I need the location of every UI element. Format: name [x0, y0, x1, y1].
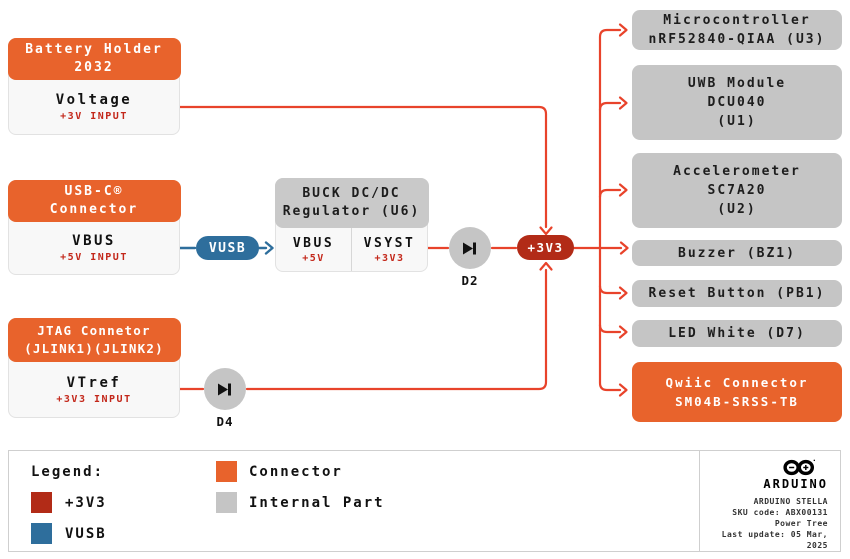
load-line: Reset Button (PB1) [648, 286, 826, 301]
jtag-connector-box: JTAG Connetor (JLINK1)(JLINK2) VTref +3V… [7, 317, 181, 418]
jtag-header: JTAG Connetor (JLINK1)(JLINK2) [7, 317, 181, 362]
arrow-uwb-icon [618, 96, 628, 110]
load-reset-button: Reset Button (PB1) [632, 280, 842, 307]
buck-vbus-note: +5V [302, 252, 325, 264]
legend-swatch-3v3 [31, 492, 52, 513]
buck-header: BUCK DC/DC Regulator (U6) [274, 177, 429, 228]
load-line: Buzzer (BZ1) [678, 245, 796, 261]
footer-info-cell: ARDUINO ARDUINO STELLA SKU code: ABX0013… [699, 451, 840, 551]
footer-doc-type: Power Tree [774, 519, 828, 528]
arrow-mcu-icon [618, 23, 628, 37]
buck-cell-vbus: VBUS +5V [276, 228, 352, 271]
battery-holder-title-line2: 2032 [74, 59, 114, 75]
arrow-reset-icon [618, 286, 628, 300]
footer-info-lines: ARDUINO STELLA SKU code: ABX00131 Power … [700, 496, 828, 551]
load-line: UWB Module [687, 76, 787, 91]
buck-body: VBUS +5V VSYST +3V3 [276, 228, 427, 271]
diode-symbol-icon [217, 383, 231, 395]
load-buzzer: Buzzer (BZ1) [632, 240, 842, 266]
load-line: DCU040 [707, 95, 767, 110]
net-3v3-pill: +3V3 [517, 235, 574, 260]
diode-d4-label: D4 [216, 414, 234, 429]
wire-battery-to-3v3 [178, 105, 548, 229]
vusb-net-pill: VUSB [196, 236, 259, 260]
wire-branch-accelerometer [598, 188, 622, 199]
arrow-accelerometer-icon [618, 183, 628, 197]
jtag-signal: VTref [66, 374, 122, 391]
arrow-vusb-icon [264, 241, 274, 255]
usbc-note: +5V INPUT [60, 252, 128, 263]
load-uwb-module: UWB Module DCU040 (U1) [632, 65, 842, 140]
arrow-buzzer-icon [619, 241, 629, 255]
usbc-title-line2: Connector [49, 201, 139, 217]
load-line: SM04B-SRSS-TB [675, 394, 799, 409]
usbc-header: USB-C® Connector [7, 179, 181, 222]
load-line: SC7A20 [707, 183, 767, 198]
wire-layer [178, 23, 629, 397]
jtag-title-line2: (JLINK1)(JLINK2) [24, 340, 164, 356]
buck-vsyst-signal: VSYST [363, 235, 416, 251]
battery-holder-title-line1: Battery Holder [25, 41, 163, 57]
legend-panel: Legend: Connector +3V3 Internal Part VUS… [8, 450, 841, 552]
legend-label-internal-part: Internal Part [249, 495, 385, 511]
usbc-title-line1: USB-C® [64, 183, 124, 199]
net-3v3-label: +3V3 [527, 240, 564, 255]
load-qwiic-connector: Qwiic Connector SM04B-SRSS-TB [632, 362, 842, 422]
footer-last-update: Last update: 05 Mar, 2025 [721, 530, 828, 550]
arrow-qwiic-icon [618, 383, 628, 397]
jtag-note: +3V3 INPUT [56, 393, 132, 405]
usbc-signal: VBUS [72, 233, 116, 249]
legend-label-3v3: +3V3 [65, 495, 107, 511]
battery-holder-header: Battery Holder 2032 [7, 37, 181, 80]
jtag-body: VTref +3V3 INPUT [9, 362, 179, 417]
load-led-white: LED White (D7) [632, 320, 842, 347]
legend-label-vusb: VUSB [65, 526, 107, 542]
jtag-title-line1: JTAG Connetor [37, 322, 151, 338]
buck-title-line1: BUCK DC/DC [302, 185, 401, 201]
diode-d4 [204, 368, 246, 410]
wire-trunk-down-to-qwiic [598, 246, 622, 392]
load-line: Accelerometer [673, 164, 801, 179]
battery-holder-box: Battery Holder 2032 Voltage +3V INPUT [7, 37, 181, 135]
load-line: nRF52840-QIAA (U3) [648, 32, 826, 47]
wire-d4-to-3v3 [245, 268, 548, 391]
battery-note: +3V INPUT [60, 111, 128, 122]
battery-signal: Voltage [55, 92, 133, 108]
diode-symbol-icon [462, 242, 476, 254]
arrow-down-into-3v3-icon [539, 226, 553, 236]
arduino-logo-icon [783, 459, 816, 476]
wire-trunk-up-to-mcu [598, 28, 622, 250]
buck-title-line2: Regulator (U6) [282, 203, 421, 219]
load-microcontroller: Microcontroller nRF52840-QIAA (U3) [632, 10, 842, 50]
wire-branch-reset [598, 284, 622, 295]
wire-branch-led [598, 323, 622, 334]
usbc-connector-box: USB-C® Connector VBUS +5V INPUT [7, 179, 181, 275]
load-line: Qwiic Connector [665, 375, 809, 390]
load-accelerometer: Accelerometer SC7A20 (U2) [632, 153, 842, 228]
footer-product: ARDUINO STELLA [753, 497, 828, 506]
diode-d2 [449, 227, 491, 269]
load-line: (U1) [717, 114, 757, 129]
diode-d2-label: D2 [461, 273, 479, 288]
wire-branch-uwb [598, 101, 622, 112]
arduino-wordmark: ARDUINO [763, 477, 828, 491]
legend-label-connector: Connector [249, 464, 343, 480]
buck-vsyst-note: +3V3 [374, 252, 405, 264]
legend-swatch-connector [216, 461, 237, 482]
legend-swatch-vusb [31, 523, 52, 544]
load-line: LED White (D7) [668, 326, 806, 341]
vusb-net-label: VUSB [208, 240, 247, 256]
load-line: (U2) [717, 202, 757, 217]
legend-title: Legend: [31, 464, 105, 480]
arrow-led-icon [618, 325, 628, 339]
buck-vbus-signal: VBUS [292, 235, 335, 251]
buck-cell-vsyst: VSYST +3V3 [352, 228, 427, 271]
usbc-body: VBUS +5V INPUT [9, 222, 179, 274]
buck-regulator-box: BUCK DC/DC Regulator (U6) VBUS +5V VSYST… [274, 177, 429, 272]
battery-holder-body: Voltage +3V INPUT [9, 80, 179, 134]
legend-swatch-internal-part [216, 492, 237, 513]
arrow-up-into-3v3-icon [539, 261, 553, 271]
footer-sku: SKU code: ABX00131 [732, 508, 828, 517]
load-line: Microcontroller [663, 13, 811, 28]
